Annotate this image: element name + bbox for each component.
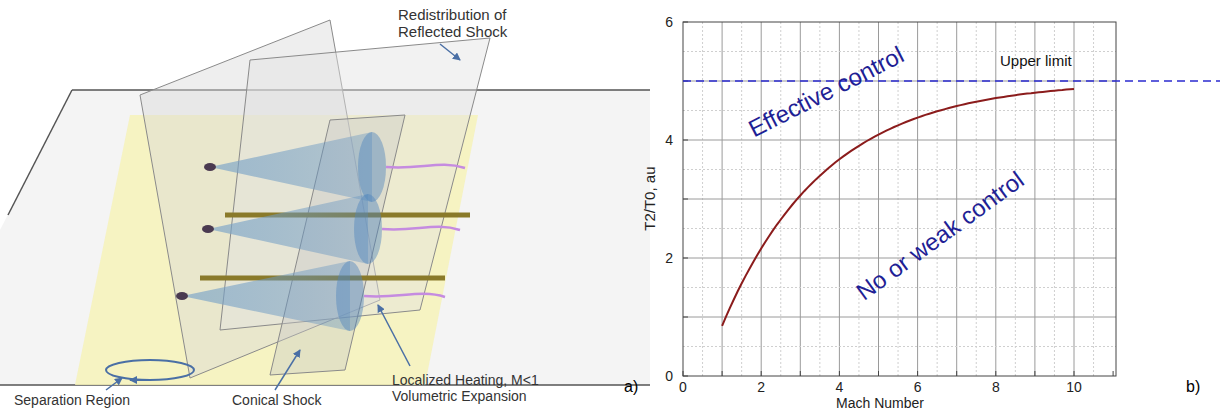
plot-frame bbox=[683, 22, 1116, 376]
grid-line bbox=[683, 228, 1116, 229]
tick-label: 4 bbox=[665, 132, 673, 148]
grid-line bbox=[956, 371, 957, 376]
swirl-arrow bbox=[130, 379, 150, 381]
region-label: No or weak control bbox=[851, 166, 1029, 306]
grid-line bbox=[995, 371, 996, 376]
region-label: Effective control bbox=[744, 41, 908, 143]
chart-grid bbox=[683, 22, 1116, 376]
grid-line bbox=[683, 110, 1116, 111]
grid-line bbox=[683, 346, 1116, 347]
axis-title: Mach Number bbox=[836, 395, 924, 411]
grid-line bbox=[800, 371, 801, 376]
grid-line bbox=[683, 140, 1116, 141]
leader-line bbox=[275, 350, 300, 390]
grid-line bbox=[683, 169, 1116, 170]
tick-label: 0 bbox=[679, 379, 687, 395]
callout-label: Redistribution of Reflected Shock bbox=[398, 6, 548, 41]
tick-label: 8 bbox=[992, 379, 1000, 395]
panel-label: a) bbox=[624, 378, 638, 396]
grid-line bbox=[1113, 371, 1114, 376]
tick-label: 6 bbox=[665, 14, 673, 30]
leader-line bbox=[440, 44, 460, 60]
upper-limit-line bbox=[683, 80, 1220, 82]
axis-title: T2/T0, au bbox=[641, 167, 658, 231]
grid-line bbox=[1034, 371, 1035, 376]
grid-line bbox=[1074, 371, 1075, 376]
callout-label: Separation Region bbox=[14, 392, 130, 408]
grid-line bbox=[683, 258, 688, 259]
tick-label: 4 bbox=[836, 379, 844, 395]
grid-line bbox=[722, 371, 723, 376]
grid-line bbox=[683, 199, 688, 200]
cone bbox=[204, 132, 465, 202]
leader-line bbox=[378, 305, 410, 366]
panel-label: b) bbox=[1186, 378, 1200, 396]
grid-line bbox=[683, 317, 1116, 318]
separation-swirl bbox=[106, 360, 194, 380]
tick-label: 6 bbox=[914, 379, 922, 395]
cone bbox=[176, 261, 445, 331]
tick-label: 0 bbox=[665, 368, 673, 384]
grid-line bbox=[683, 199, 1116, 200]
callout-label: Localized Heating, M<1 Volumetric Expans… bbox=[392, 372, 572, 404]
grid-line bbox=[761, 371, 762, 376]
grid-line bbox=[683, 317, 688, 318]
grid-line bbox=[683, 287, 1116, 288]
grid-line bbox=[683, 140, 688, 141]
leader-line bbox=[106, 378, 122, 390]
cone bbox=[202, 194, 460, 264]
grid-line bbox=[917, 371, 918, 376]
tick-label: 2 bbox=[665, 250, 673, 266]
grid-line bbox=[878, 371, 879, 376]
tick-label: 2 bbox=[757, 379, 765, 395]
line-label: Upper limit bbox=[1000, 52, 1072, 69]
callout-label: Conical Shock bbox=[232, 392, 322, 408]
grid-line bbox=[839, 371, 840, 376]
tick-label: 10 bbox=[1066, 379, 1082, 395]
